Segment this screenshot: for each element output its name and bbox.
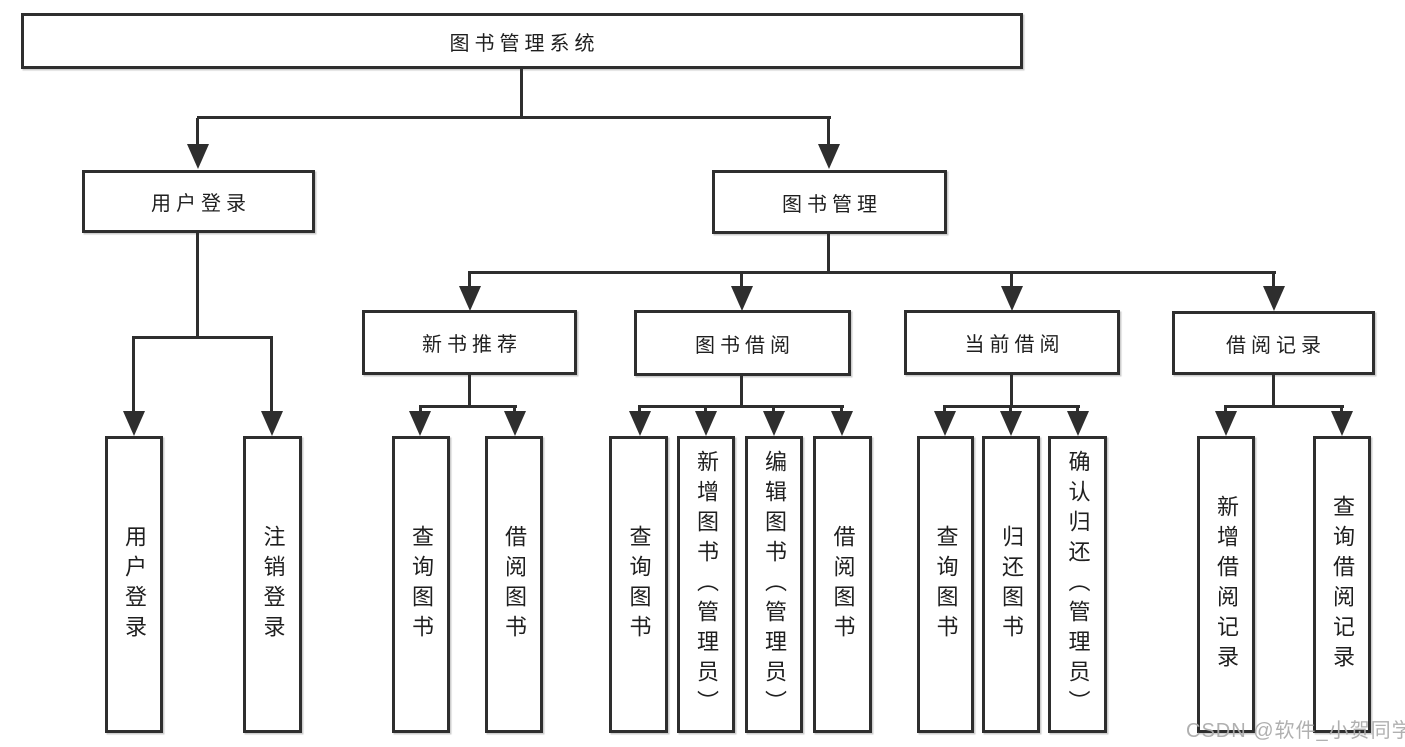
- leaf-add-borrow-record: 新增借阅记录: [1197, 436, 1255, 733]
- arrowhead-br-leaf2: [1331, 411, 1353, 436]
- arrowhead-bb-leaf3: [763, 411, 785, 436]
- arrowhead-bb-leaf4: [831, 411, 853, 436]
- leaf-query-books-current: 查询图书: [917, 436, 974, 733]
- connector-nb-leaf2-stem: [513, 406, 516, 413]
- node-current-borrowing: 当前借阅: [904, 310, 1120, 375]
- connector-leaf-logout-stem: [270, 338, 273, 412]
- arrowhead-nb-leaf1: [409, 411, 431, 436]
- node-book-management: 图书管理: [712, 170, 947, 234]
- connector-newbook-down: [468, 375, 471, 408]
- connector-bb-leaf4-stem: [840, 406, 843, 413]
- connector-newbook-hline: [419, 405, 517, 408]
- arrowhead-to-leaf-logout: [261, 411, 283, 436]
- leaf-query-books-recommend: 查询图书: [392, 436, 450, 733]
- connector-cb-leaf3-stem: [1076, 406, 1079, 413]
- connector-borrowing-hline: [638, 405, 844, 408]
- connector-nb-leaf1-stem: [419, 406, 422, 413]
- connector-borrowing-down: [740, 376, 743, 408]
- arrowhead-br-leaf1: [1215, 411, 1237, 436]
- leaf-borrow-books-borrowing: 借阅图书: [813, 436, 872, 733]
- connector-records-hline: [1224, 405, 1344, 408]
- node-book-borrowing: 图书借阅: [634, 310, 851, 376]
- connector-bb-leaf1-stem: [638, 406, 641, 413]
- csdn-watermark: CSDN @软件_小贺同学: [1186, 720, 1405, 742]
- connector-current-down: [1010, 375, 1013, 408]
- node-user-login: 用户登录: [82, 170, 315, 233]
- connector-bb-leaf3-stem: [772, 406, 775, 413]
- arrowhead-to-leaf-login: [123, 411, 145, 436]
- arrowhead-bb-leaf2: [695, 411, 717, 436]
- arrowhead-cb-leaf2: [1000, 411, 1022, 436]
- connector-l1-hline: [197, 116, 831, 119]
- leaf-confirm-return-admin: 确认归还（管理员）: [1048, 436, 1107, 733]
- arrowhead-cb-leaf3: [1067, 411, 1089, 436]
- arrowhead-nb-leaf2: [504, 411, 526, 436]
- node-new-book-recommendation: 新书推荐: [362, 310, 577, 375]
- connector-leaf-login-stem: [132, 338, 135, 412]
- connector-borrowing-stem: [740, 273, 743, 287]
- leaf-query-borrow-record: 查询借阅记录: [1313, 436, 1371, 733]
- arrowhead-to-newbook: [459, 286, 481, 311]
- arrowhead-bb-leaf1: [629, 411, 651, 436]
- arrowhead-to-records: [1263, 286, 1285, 311]
- connector-cb-leaf2-stem: [1009, 406, 1012, 413]
- connector-book-mgmt-stem: [827, 118, 830, 146]
- arrowhead-to-current: [1001, 286, 1023, 311]
- arrowhead-to-user-login: [187, 144, 209, 169]
- arrowhead-to-book-mgmt: [818, 144, 840, 169]
- connector-bb-leaf2-stem: [704, 406, 707, 413]
- leaf-query-books-borrowing: 查询图书: [609, 436, 668, 733]
- arrowhead-cb-leaf1: [934, 411, 956, 436]
- connector-records-stem: [1272, 273, 1275, 287]
- leaf-logout: 注销登录: [243, 436, 302, 733]
- connector-cb-leaf1-stem: [943, 406, 946, 413]
- connector-user-login-down: [196, 233, 199, 338]
- connector-user-login-stem: [196, 118, 199, 146]
- leaf-return-books: 归还图书: [982, 436, 1040, 733]
- leaf-add-books-admin: 新增图书（管理员）: [677, 436, 735, 733]
- connector-user-login-hline: [132, 336, 273, 339]
- leaf-user-login: 用户登录: [105, 436, 163, 733]
- arrowhead-to-borrowing: [731, 286, 753, 311]
- connector-root-stem: [520, 69, 523, 117]
- node-library-management-system: 图书管理系统: [21, 13, 1023, 69]
- connector-book-mgmt-down: [827, 234, 830, 273]
- leaf-borrow-books-recommend: 借阅图书: [485, 436, 543, 733]
- leaf-edit-books-admin: 编辑图书（管理员）: [745, 436, 803, 733]
- connector-current-stem: [1010, 273, 1013, 287]
- node-borrowing-records: 借阅记录: [1172, 311, 1375, 375]
- connector-l3-hline: [468, 271, 1276, 274]
- connector-br-leaf2-stem: [1340, 406, 1343, 413]
- connector-newbook-stem: [468, 273, 471, 287]
- connector-records-down: [1272, 375, 1275, 408]
- connector-br-leaf1-stem: [1224, 406, 1227, 413]
